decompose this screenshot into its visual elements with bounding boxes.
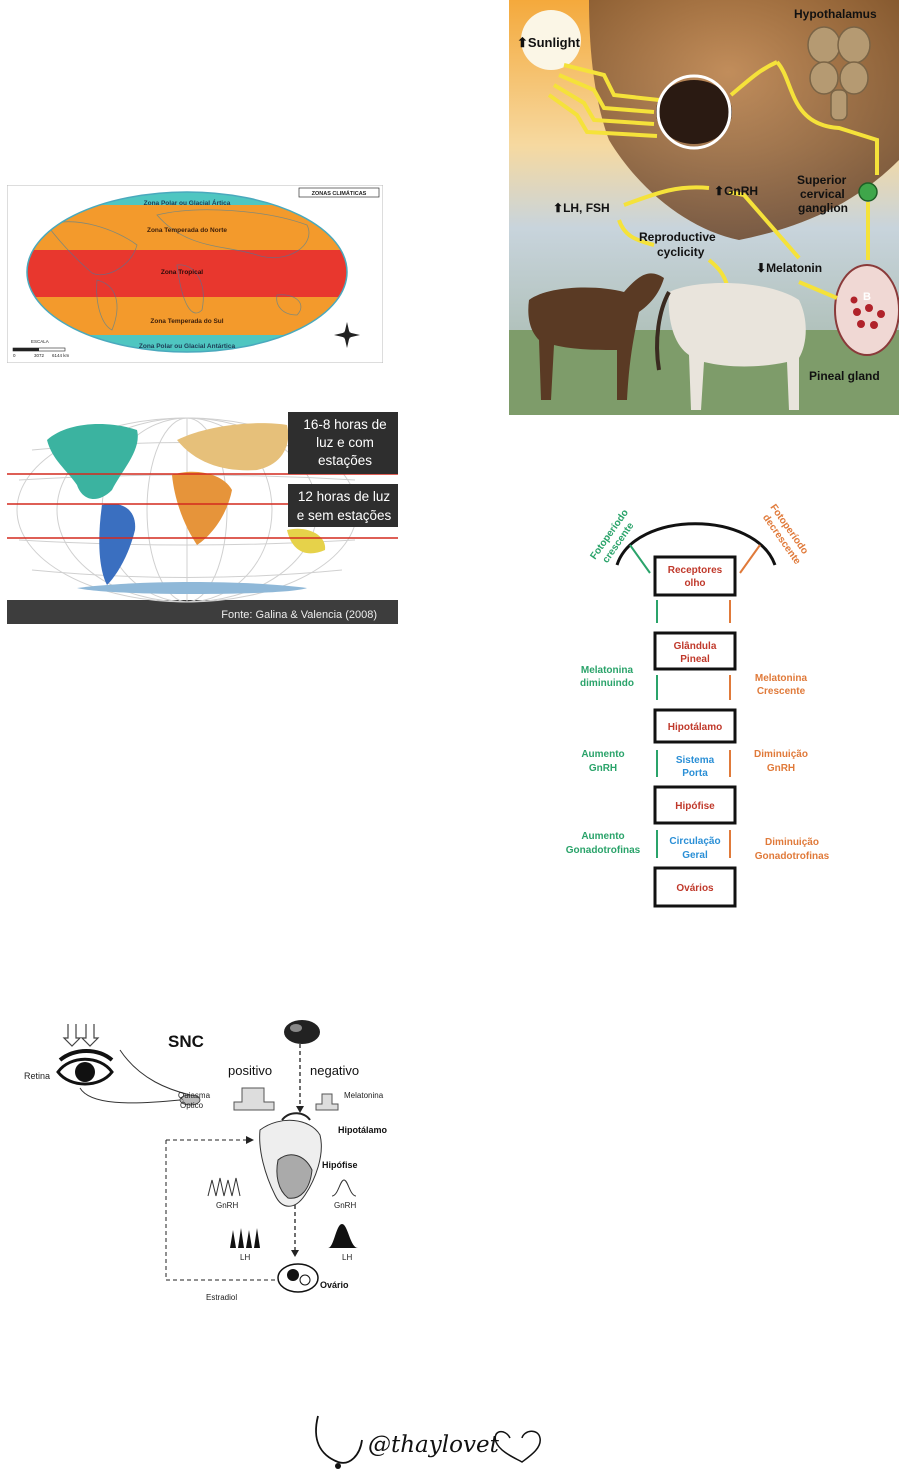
label-negativo: negativo	[310, 1063, 359, 1078]
lh-pulses-left	[230, 1228, 260, 1248]
ovary-icon	[278, 1264, 318, 1292]
svg-text:Hipotálamo: Hipotálamo	[668, 722, 722, 733]
label-sistema-porta-2: Porta	[682, 768, 708, 779]
label-aumento-gnrh-1: Aumento	[581, 749, 624, 760]
label-diminuicao-gnrh-1: Diminuição	[754, 749, 808, 760]
label-lh-right: LH	[342, 1253, 352, 1262]
svg-text:Glândula: Glândula	[674, 641, 717, 652]
label-melatonin: ⬇Melatonin	[756, 261, 822, 275]
snc-title: SNC	[168, 1032, 204, 1051]
eye-icon	[58, 1051, 112, 1084]
label-cervical: cervical	[800, 187, 845, 201]
gnrh-pulses-left	[208, 1178, 240, 1196]
label-circulacao-geral-1: Circulação	[669, 836, 720, 847]
zone-label-tropical: Zona Tropical	[161, 269, 203, 276]
snc-diagram-svg: SNC Retina Quiasma Óptico positivo negat…	[20, 1020, 400, 1305]
melatonin-profile-positive	[234, 1088, 274, 1110]
label-gnrh-right: GnRH	[334, 1201, 356, 1210]
label-aumento-gnrh-2: GnRH	[589, 763, 617, 774]
scale-label: ESCALA	[31, 339, 49, 344]
scale-tick-1: 3072	[34, 353, 45, 358]
label-melatonina-diminuindo-1: Melatonina	[581, 665, 634, 676]
photoperiod-world-map: 16-8 horas de luz e com estações 12 hora…	[7, 410, 398, 624]
snc-neuroendocrine-diagram: SNC Retina Quiasma Óptico positivo negat…	[20, 1020, 400, 1305]
ganglion-dot-icon	[859, 183, 877, 201]
label-superior: Superior	[797, 173, 847, 187]
label-circulacao-geral-2: Geral	[682, 850, 708, 861]
label-lh-left: LH	[240, 1253, 250, 1262]
heart-icon	[495, 1431, 540, 1462]
label-cyclicity: cyclicity	[657, 245, 705, 259]
label-melatonina-crescente-1: Melatonina	[755, 673, 808, 684]
map-source-caption: Fonte: Galina & Valencia (2008)	[221, 609, 377, 621]
label-gnrh-left: GnRH	[216, 1201, 238, 1210]
signature-logo: @thaylovet	[310, 1410, 545, 1475]
info-box-seasons-line1: 16-8 horas de	[303, 417, 386, 432]
label-melatonina-diminuindo-2: diminuindo	[580, 678, 634, 689]
info-box-no-seasons-line1: 12 horas de luz	[298, 489, 391, 504]
flowchart-svg: Fotoperíodo crescente Fotoperíodo decres…	[555, 495, 855, 915]
svg-text:Pineal: Pineal	[680, 654, 710, 665]
label-retina: Retina	[24, 1071, 50, 1081]
svg-text:olho: olho	[684, 578, 705, 589]
label-positivo: positivo	[228, 1063, 272, 1078]
signature-handle: @thaylovet	[368, 1432, 500, 1458]
climate-zones-map: ZONAS CLIMÁTICAS Zona Polar ou Glacial Á…	[7, 185, 383, 363]
label-lh-fsh: ⬆LH, FSH	[553, 201, 610, 215]
light-arrows-icon	[64, 1024, 98, 1046]
zone-label-south-temperate: Zona Temperada do Sul	[150, 318, 223, 325]
label-melatonina-crescente-2: Crescente	[757, 686, 806, 697]
zone-label-north-temperate: Zona Temperada do Norte	[147, 227, 227, 234]
label-ovario: Ovário	[320, 1280, 349, 1290]
label-hipotalamo: Hipotálamo	[338, 1125, 388, 1135]
label-sistema-porta-1: Sistema	[676, 755, 715, 766]
label-hypothalamus: Hypothalamus	[794, 7, 877, 21]
label-pineal-gland: Pineal gland	[809, 369, 880, 383]
label-estradiol: Estradiol	[206, 1293, 237, 1302]
melatonin-profile-negative	[316, 1094, 338, 1110]
info-box-seasons-line2: luz e com	[316, 435, 374, 450]
label-aumento-gonadotrofinas-2: Gonadotrofinas	[566, 845, 641, 856]
label-aumento-gonadotrofinas-1: Aumento	[581, 831, 624, 842]
label-melatonina: Melatonina	[344, 1091, 384, 1100]
gnrh-pulses-right	[332, 1180, 356, 1196]
hypothalamus-pituitary-icon	[260, 1113, 322, 1206]
info-box-no-seasons-line2: e sem estações	[297, 508, 392, 523]
climate-map-svg: ZONAS CLIMÁTICAS Zona Polar ou Glacial Á…	[7, 185, 383, 363]
label-ganglion: ganglion	[798, 201, 848, 215]
label-b: B	[863, 291, 871, 303]
moon-icon	[284, 1020, 320, 1044]
svg-text:Hipófise: Hipófise	[675, 801, 715, 812]
label-reproductive: Reproductive	[639, 230, 716, 244]
scale-tick-2: 6144 km	[52, 353, 70, 358]
horse-photoperiod-diagram: ⬆Sunlight Hypothalamus Superior cervical…	[509, 0, 899, 415]
info-box-seasons-line3: estações	[318, 453, 372, 468]
stethoscope-icon	[316, 1416, 362, 1463]
label-diminuicao-gonadotrofinas-2: Gonadotrofinas	[755, 851, 830, 862]
label-quiasma-1: Quiasma	[178, 1091, 211, 1100]
svg-text:Ovários: Ovários	[676, 883, 714, 894]
zone-label-arctic: Zona Polar ou Glacial Ártica	[144, 198, 231, 207]
photoperiod-map-svg: 16-8 horas de luz e com estações 12 hora…	[7, 410, 398, 624]
label-diminuicao-gnrh-2: GnRH	[767, 763, 795, 774]
label-sunlight: ⬆Sunlight	[517, 35, 581, 50]
zone-label-antarctic: Zona Polar ou Glacial Antártica	[139, 343, 236, 350]
lh-pulse-right	[328, 1224, 358, 1248]
box-receptores-text: Receptores	[668, 565, 723, 576]
horse-diagram-svg: ⬆Sunlight Hypothalamus Superior cervical…	[509, 0, 899, 415]
photoperiod-flowchart: Fotoperíodo crescente Fotoperíodo decres…	[555, 495, 855, 915]
label-hipofise: Hipófise	[322, 1160, 358, 1170]
label-quiasma-2: Óptico	[180, 1101, 204, 1110]
climate-legend-title: ZONAS CLIMÁTICAS	[312, 190, 367, 197]
box-receptores-olho	[655, 557, 735, 595]
signature-svg: @thaylovet	[310, 1410, 545, 1475]
label-gnrh: ⬆GnRH	[714, 184, 758, 198]
label-diminuicao-gonadotrofinas-1: Diminuição	[765, 837, 819, 848]
